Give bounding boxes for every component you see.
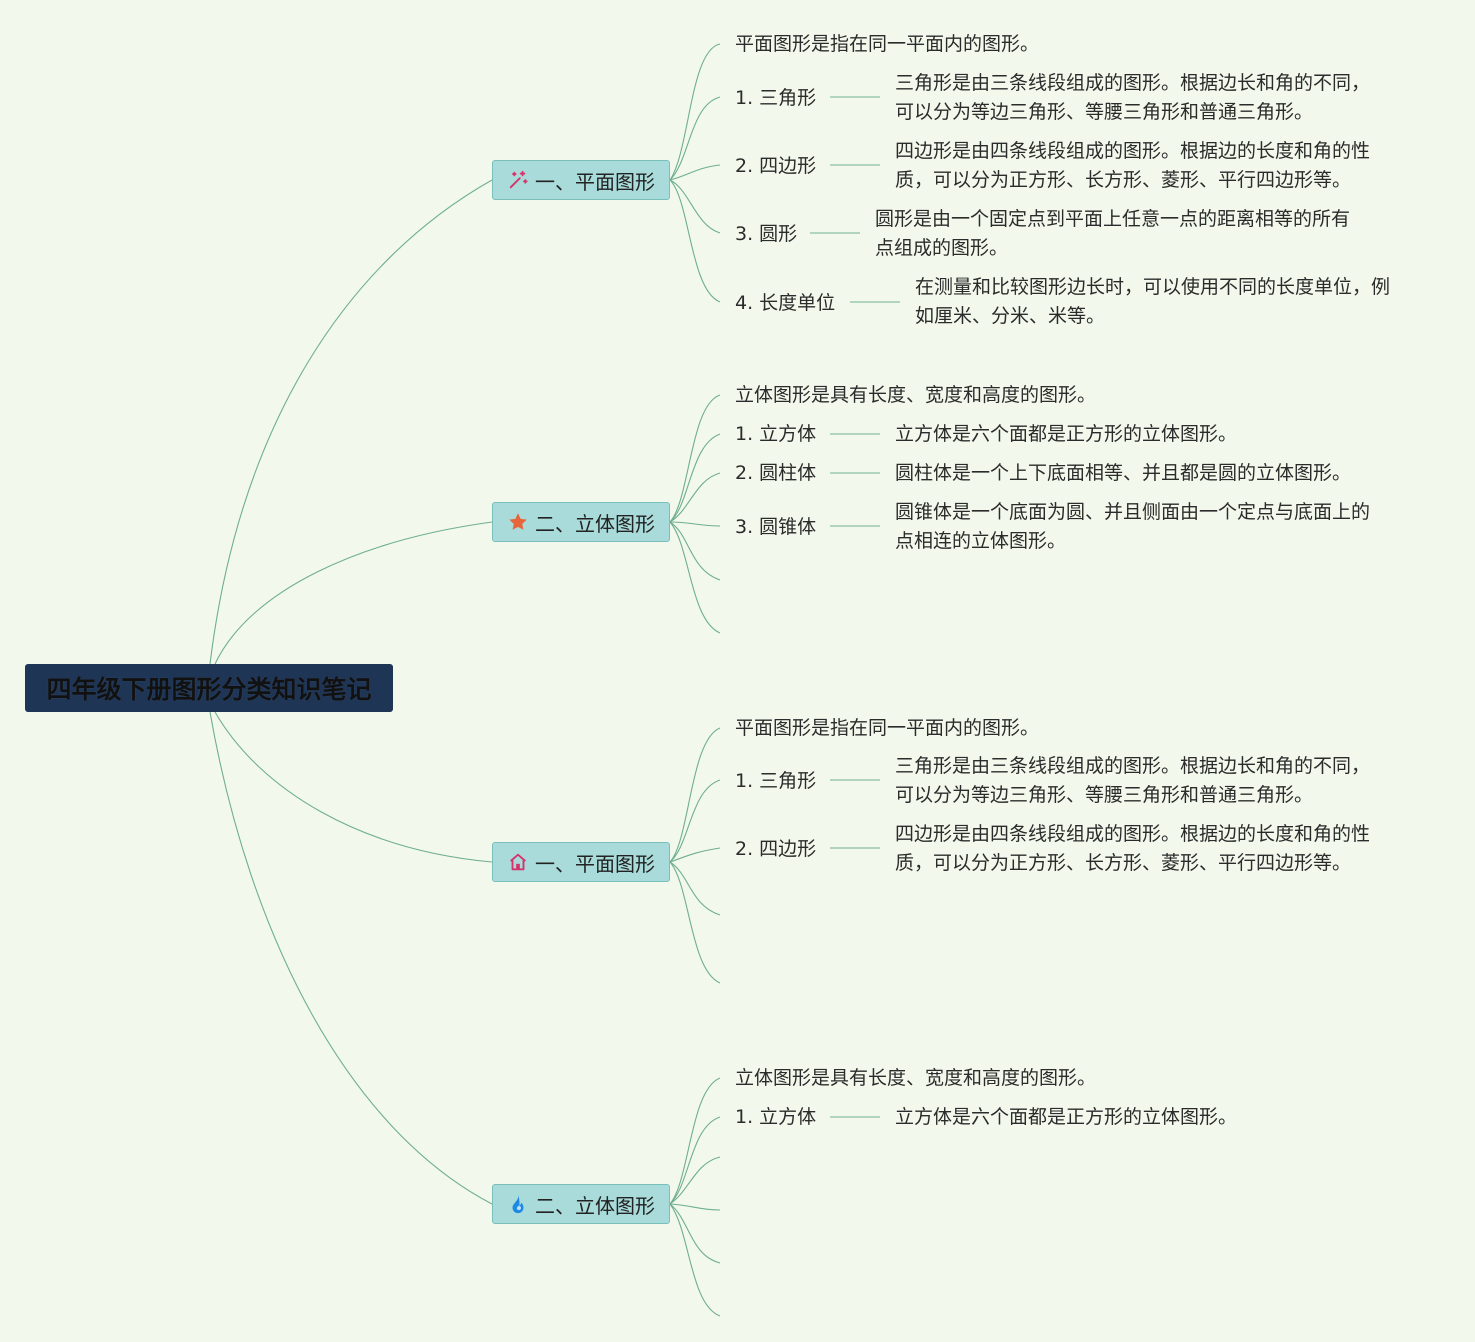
item-label: 2. 四边形	[735, 838, 817, 860]
branch-solid-figures-2[interactable]: 二、立体图形	[492, 1184, 670, 1224]
branch-label: 二、立体图形	[535, 1193, 655, 1218]
branch-plane-figures-1[interactable]: 一、平面图形	[492, 160, 670, 200]
item-label: 4. 长度单位	[735, 292, 836, 314]
connector-root-branch-1	[209, 179, 493, 665]
branch-label: 二、立体图形	[535, 511, 655, 536]
item-desc-line1: 立方体是六个面都是正方形的立体图形。	[895, 423, 1238, 445]
root-topic[interactable]: 四年级下册图形分类知识笔记	[25, 664, 393, 712]
item-desc-line1: 三角形是由三条线段组成的图形。根据边长和角的不同，	[895, 755, 1371, 777]
branch-label: 一、平面图形	[535, 169, 655, 194]
branch-solid-figures-1[interactable]: 二、立体图形	[492, 502, 670, 542]
branch-intro: 平面图形是指在同一平面内的图形。	[735, 717, 1040, 739]
item-desc-line2: 如厘米、分米、米等。	[915, 305, 1106, 327]
star-icon	[507, 511, 529, 533]
item-desc-line2: 可以分为等边三角形、等腰三角形和普通三角形。	[895, 101, 1314, 123]
item-desc-line1: 在测量和比较图形边长时，可以使用不同的长度单位，例	[915, 276, 1391, 298]
item-desc-line2: 质，可以分为正方形、长方形、菱形、平行四边形等。	[895, 852, 1352, 874]
item-desc-line1: 圆柱体是一个上下底面相等、并且都是圆的立体图形。	[895, 462, 1352, 484]
item-label: 1. 三角形	[735, 770, 817, 792]
item-desc-line2: 点组成的图形。	[875, 237, 1009, 259]
item-desc-line1: 四边形是由四条线段组成的图形。根据边的长度和角的性	[895, 823, 1371, 845]
branch-intro: 立体图形是具有长度、宽度和高度的图形。	[735, 1067, 1097, 1089]
item-desc-line2: 质，可以分为正方形、长方形、菱形、平行四边形等。	[895, 169, 1352, 191]
item-label: 2. 四边形	[735, 155, 817, 177]
item-desc-line2: 点相连的立体图形。	[895, 530, 1067, 552]
branch-intro: 立体图形是具有长度、宽度和高度的图形。	[735, 384, 1097, 406]
item-label: 2. 圆柱体	[735, 462, 817, 484]
item-desc-line1: 四边形是由四条线段组成的图形。根据边的长度和角的性	[895, 140, 1371, 162]
home-icon	[507, 851, 529, 873]
branch-intro: 平面图形是指在同一平面内的图形。	[735, 33, 1040, 55]
item-label: 1. 立方体	[735, 423, 817, 445]
connector-root-branch-2	[214, 521, 493, 665]
branch-label: 一、平面图形	[535, 851, 655, 876]
item-desc-line2: 可以分为等边三角形、等腰三角形和普通三角形。	[895, 784, 1314, 806]
item-label: 1. 立方体	[735, 1106, 817, 1128]
item-label: 1. 三角形	[735, 87, 817, 109]
connector-root-branch-4	[209, 711, 493, 1205]
item-label: 3. 圆形	[735, 223, 798, 245]
item-desc-line1: 立方体是六个面都是正方形的立体图形。	[895, 1106, 1238, 1128]
flame-icon	[507, 1193, 529, 1215]
root-title: 四年级下册图形分类知识笔记	[46, 675, 372, 704]
magic-wand-icon	[507, 169, 529, 191]
item-desc-line1: 圆锥体是一个底面为圆、并且侧面由一个定点与底面上的	[895, 501, 1371, 523]
item-desc-line1: 三角形是由三条线段组成的图形。根据边长和角的不同，	[895, 72, 1371, 94]
item-desc-line1: 圆形是由一个固定点到平面上任意一点的距离相等的所有	[875, 208, 1351, 230]
item-label: 3. 圆锥体	[735, 516, 817, 538]
connector-root-branch-3	[214, 711, 493, 863]
branch-plane-figures-2[interactable]: 一、平面图形	[492, 842, 670, 882]
